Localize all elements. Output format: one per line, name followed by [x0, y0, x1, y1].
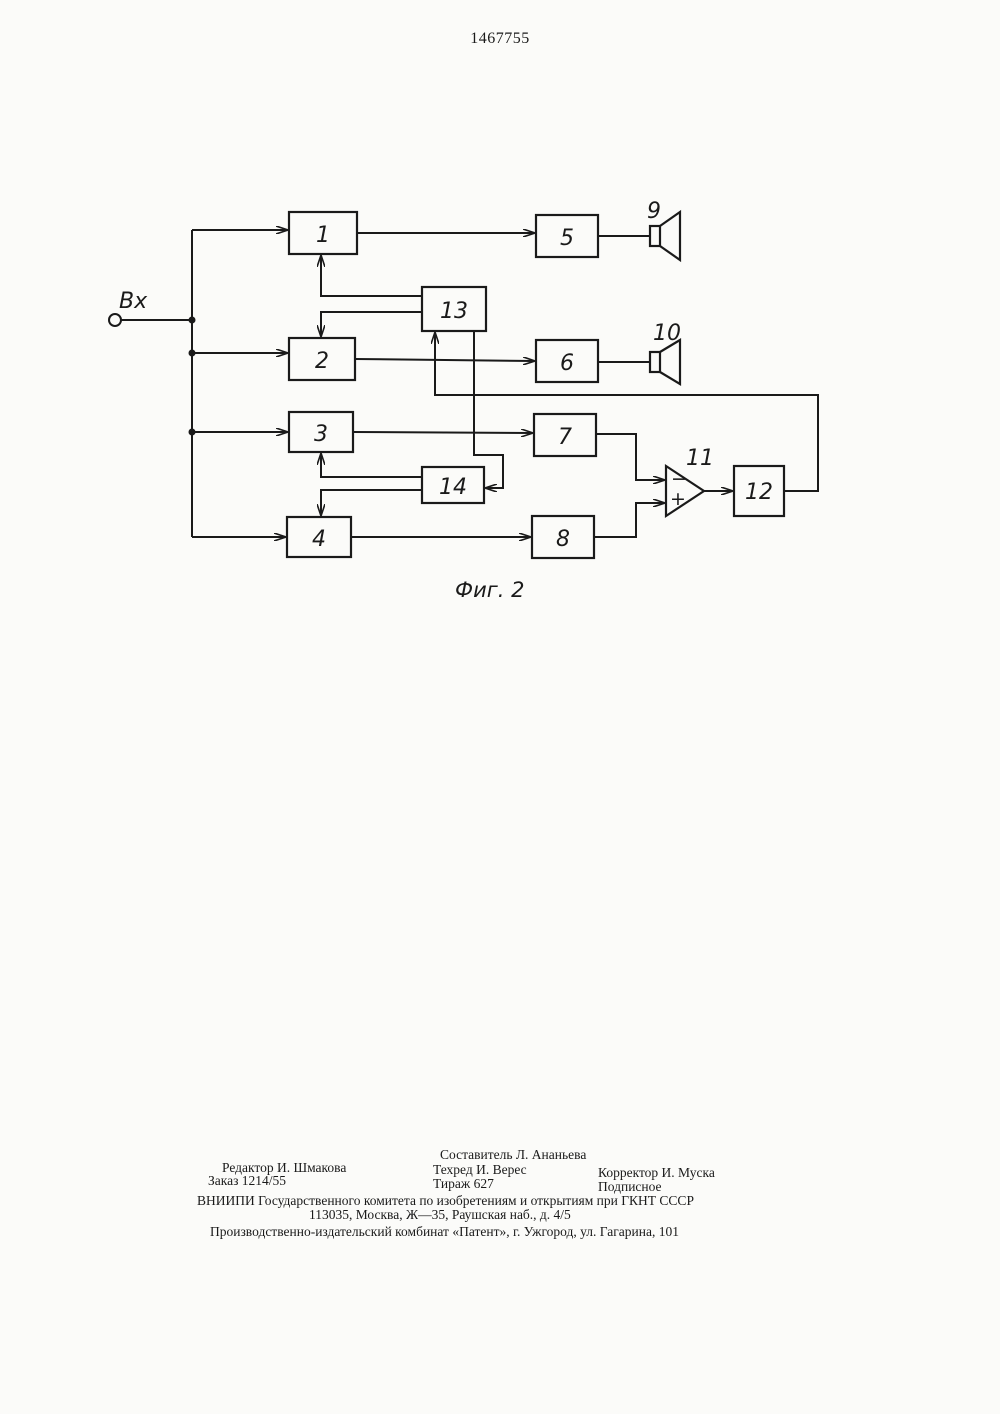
imprint-circulation: Тираж 627 — [433, 1176, 494, 1191]
imprint-corrector: Корректор И. Муска — [598, 1165, 715, 1180]
block-3: 3 — [289, 412, 353, 452]
speaker-10-label: 10 — [653, 321, 681, 346]
amplifier-plus-label: + — [670, 488, 686, 510]
block-2: 2 — [289, 338, 355, 380]
block-4-label: 4 — [312, 527, 326, 552]
block-5: 5 — [536, 215, 598, 257]
block-12-label: 12 — [745, 480, 773, 505]
block-8: 8 — [532, 516, 594, 558]
input-bus — [121, 230, 287, 537]
block-12: 12 — [734, 466, 784, 516]
amplifier-11: − + 11 — [666, 446, 714, 516]
amplifier-minus-label: − — [671, 468, 687, 490]
block-14: 14 — [422, 467, 484, 503]
imprint-organization: ВНИИПИ Государственного комитета по изоб… — [197, 1193, 694, 1208]
block-3-label: 3 — [314, 422, 328, 447]
imprint-composer: Составитель Л. Ананьева — [440, 1147, 586, 1162]
imprint-order: Заказ 1214/55 — [208, 1173, 286, 1188]
imprint-address: 113035, Москва, Ж—35, Раушская наб., д. … — [309, 1207, 571, 1222]
block-13-label: 13 — [440, 299, 468, 324]
amplifier-label: 11 — [686, 446, 714, 471]
block-diagram: Вх 1 2 3 4 5 6 7 8 — [0, 0, 1000, 640]
block-14-label: 14 — [439, 475, 467, 500]
block-2-label: 2 — [315, 349, 329, 374]
block-1-label: 1 — [316, 223, 330, 248]
block-5-label: 5 — [560, 226, 574, 251]
block-7-label: 7 — [558, 425, 572, 450]
block-1: 1 — [289, 212, 357, 254]
block-13: 13 — [422, 287, 486, 331]
imprint-printer: Производственно-издательский комбинат «П… — [210, 1224, 679, 1239]
speaker-9-icon: 9 — [647, 199, 680, 260]
block-4: 4 — [287, 517, 351, 557]
speaker-9-label: 9 — [647, 199, 661, 224]
input-label: Вх — [119, 289, 148, 314]
block-6: 6 — [536, 340, 598, 382]
speaker-10-icon: 10 — [650, 321, 681, 384]
input-terminal — [109, 314, 121, 326]
figure-caption: Фиг. 2 — [455, 578, 524, 602]
block-8-label: 8 — [556, 527, 570, 552]
control-wires — [321, 256, 818, 515]
imprint-subscription: Подписное — [598, 1179, 662, 1194]
block-7: 7 — [534, 414, 596, 456]
block-6-label: 6 — [560, 351, 574, 376]
imprint-techred: Техред И. Верес — [433, 1162, 527, 1177]
